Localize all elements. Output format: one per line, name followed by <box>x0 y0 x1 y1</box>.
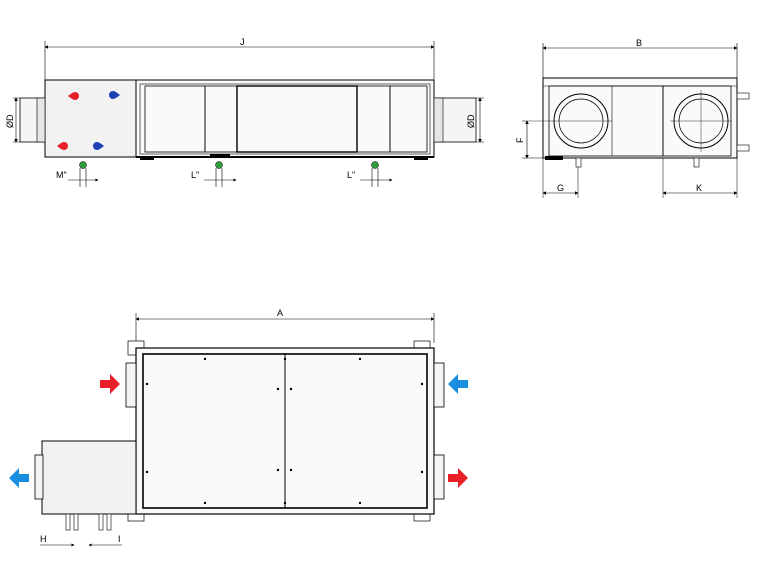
drain-fitting-icon <box>79 161 379 187</box>
dim-label-l1: L" <box>191 170 199 180</box>
top-view: A <box>9 308 468 547</box>
dim-label-d-right: ØD <box>466 114 476 128</box>
dim-label-d-left: ØD <box>5 114 15 128</box>
arrow-icon <box>9 468 29 488</box>
dim-label-f: F <box>515 137 525 143</box>
dim-label-g: G <box>557 183 564 193</box>
dim-label-l2: L" <box>347 170 355 180</box>
pipe-fitting-icon <box>57 91 120 150</box>
dim-label-i: I <box>118 534 121 544</box>
front-view: J ØD ØD <box>5 37 484 187</box>
side-view: B F G K <box>515 38 750 198</box>
dim-label-a: A <box>277 308 283 318</box>
arrow-icon <box>448 468 468 488</box>
dim-label-j: J <box>240 37 245 47</box>
dim-label-m: M" <box>56 170 67 180</box>
arrow-icon <box>100 374 120 394</box>
dim-label-k: K <box>696 183 702 193</box>
dim-label-b: B <box>636 38 642 48</box>
arrow-icon <box>448 374 468 394</box>
dim-label-h: H <box>40 534 47 544</box>
